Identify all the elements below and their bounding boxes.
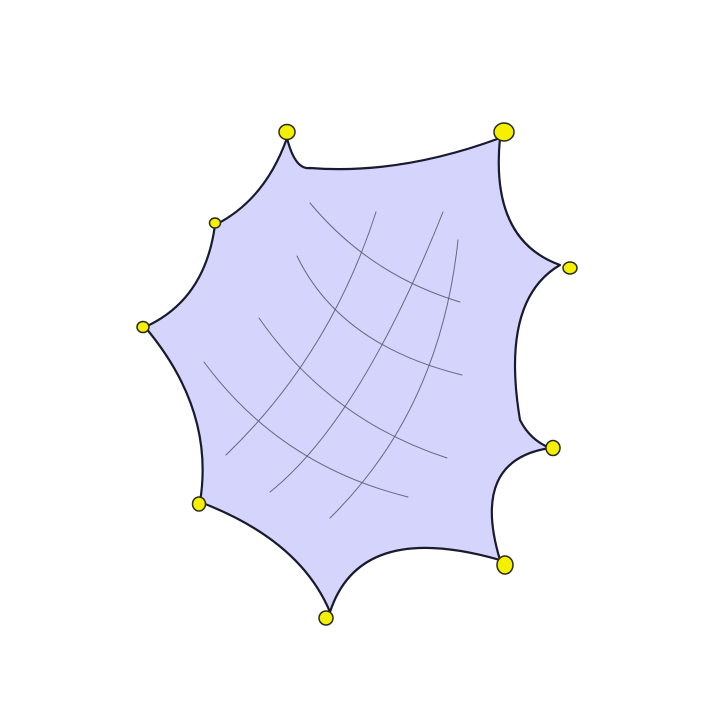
grid-line: [225, 211, 377, 456]
grid-line: [203, 361, 409, 498]
anchor-node-icon[interactable]: [278, 123, 296, 141]
grid-line: [329, 239, 459, 519]
grid-line: [309, 202, 461, 303]
grid-line: [269, 211, 444, 493]
anchor-node-icon[interactable]: [208, 217, 222, 229]
anchor-node-icon[interactable]: [493, 122, 515, 142]
anchor-node-icon[interactable]: [562, 261, 578, 275]
anchor-node-icon[interactable]: [136, 320, 150, 334]
anchor-node-icon[interactable]: [496, 555, 514, 575]
grid-line: [296, 255, 463, 376]
grid-line: [258, 317, 448, 459]
anchor-node-icon[interactable]: [318, 610, 334, 626]
grid-lines-vertical: [225, 211, 459, 519]
grid-lines-horizontal: [203, 202, 463, 498]
membrane-shape: [143, 136, 562, 614]
anchor-node-icon[interactable]: [545, 439, 561, 457]
anchor-nodes: [136, 122, 578, 626]
anchor-node-icon[interactable]: [191, 496, 207, 512]
